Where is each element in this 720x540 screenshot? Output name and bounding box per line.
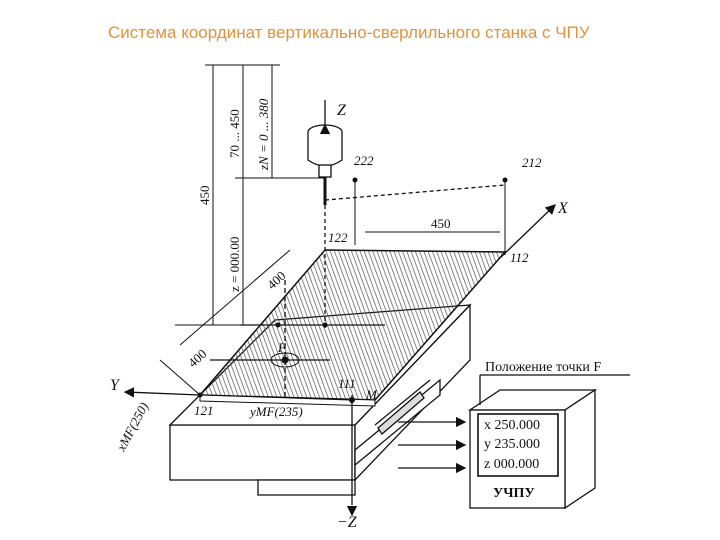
cnc-controller: [398, 374, 630, 510]
dim-zn-range: zN = 0 ... 380: [256, 98, 271, 171]
dim-ymf: yMF(235): [248, 404, 303, 419]
axis-label-minus-z: −Z: [337, 514, 358, 531]
point-label-m: M: [365, 387, 378, 402]
cnc-z-readout: z 000.000: [484, 457, 539, 472]
point-markers: [197, 177, 508, 403]
axis-label-z: Z: [337, 102, 347, 119]
point-label-f: F: [277, 340, 287, 355]
cnc-heading: Положение точки F: [485, 360, 601, 375]
point-label-212: 212: [522, 155, 542, 170]
axis-label-x: X: [557, 200, 569, 217]
point-label-122: 122: [328, 230, 348, 245]
dimension-lines: [159, 64, 506, 401]
axis-label-y: Y: [110, 377, 121, 394]
dim-450-top: 450: [431, 216, 451, 231]
slide-title: Система координат вертикально-сверлильно…: [108, 23, 590, 42]
cnc-x-readout: x 250.000: [484, 418, 540, 433]
dim-70-450: 70 ... 450: [227, 109, 242, 158]
cnc-y-readout: y 235.000: [484, 437, 540, 452]
point-label-222: 222: [354, 153, 374, 168]
spindle-head: [307, 100, 343, 205]
point-label-121: 121: [194, 403, 214, 418]
dim-450-vertical: 450: [197, 186, 212, 206]
dim-z-value: z = 000.00: [227, 237, 242, 292]
point-f-ring: [270, 352, 300, 368]
cnc-unit-label: УЧПУ: [493, 486, 535, 501]
dim-xmf: xMF(250): [113, 400, 151, 454]
point-label-111: 111: [338, 376, 356, 391]
point-label-112: 112: [510, 250, 529, 265]
dim-400-lower: 400: [185, 346, 210, 370]
